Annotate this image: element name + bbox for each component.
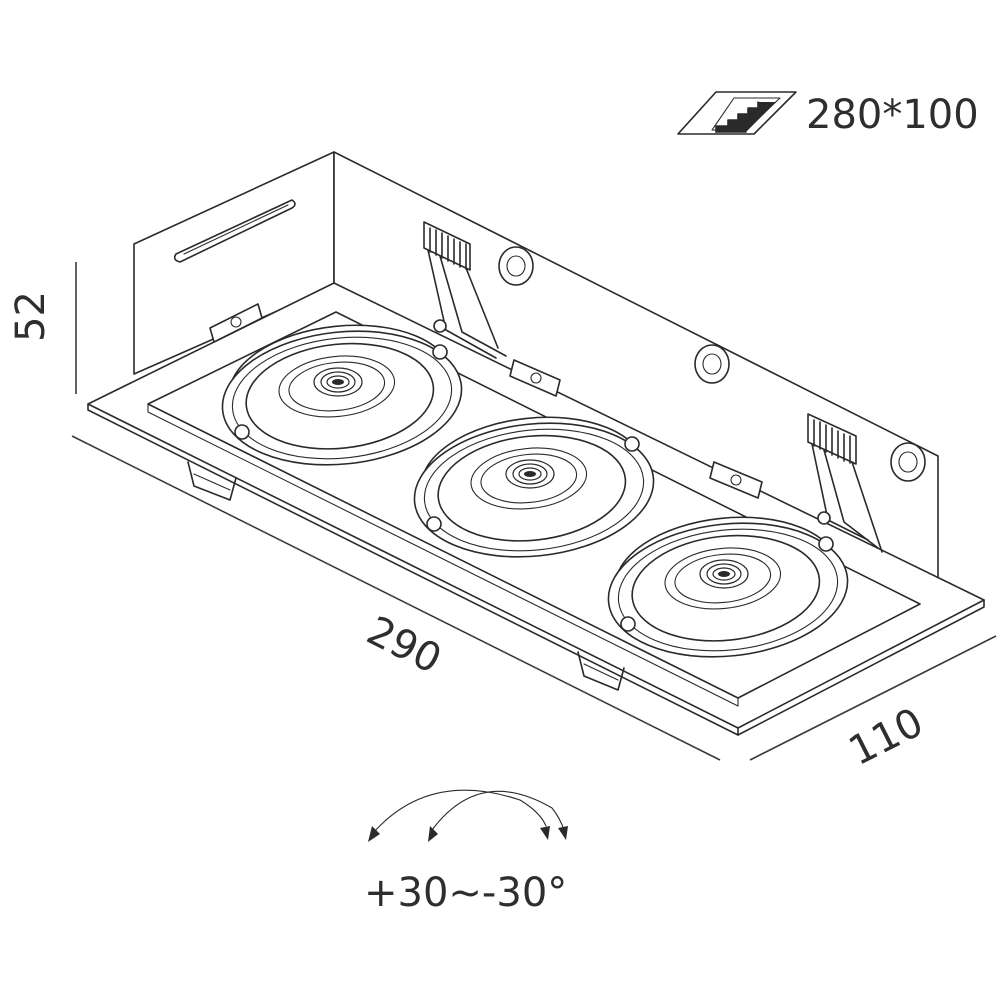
spring-coil-icon <box>423 221 471 271</box>
mounting-screw <box>498 246 534 286</box>
height-dimension-label: 52 <box>8 291 54 342</box>
lamp-module <box>607 516 849 658</box>
lamp-lens <box>699 559 749 589</box>
mounting-screw <box>694 344 730 384</box>
length-dimension-label: 290 <box>360 608 449 683</box>
lamp-modules <box>221 324 849 658</box>
width-dimension-line <box>749 635 997 761</box>
tilt-arrows-icon <box>368 789 568 842</box>
cutout-icon <box>677 91 797 135</box>
tilt-angle-label: +30~-30° <box>364 870 567 916</box>
width-dimension-label: 110 <box>842 699 931 774</box>
retaining-tab <box>709 461 763 499</box>
pivot-screw <box>426 516 442 532</box>
flange-clip <box>577 651 625 691</box>
spring-clip-right <box>807 413 883 553</box>
pivot-screw <box>432 344 448 360</box>
pivot-screw <box>818 536 834 552</box>
retaining-tab <box>509 359 561 397</box>
lamp-lens <box>313 367 363 397</box>
length-dimension-line <box>71 435 721 761</box>
lamp-lens <box>505 459 555 489</box>
cutout-stairs <box>715 101 776 133</box>
mounting-screw <box>890 442 926 482</box>
lamp-module <box>221 324 463 466</box>
flange-clip <box>187 461 237 501</box>
pivot-screw <box>624 436 640 452</box>
spring-coil-icon <box>807 413 857 465</box>
pivot-screw <box>234 424 250 440</box>
cutout-size-label: 280*100 <box>806 92 979 138</box>
pivot-screw <box>620 616 636 632</box>
spring-clip-left <box>423 221 507 359</box>
retaining-tab <box>209 303 263 343</box>
lamp-module <box>413 416 655 558</box>
